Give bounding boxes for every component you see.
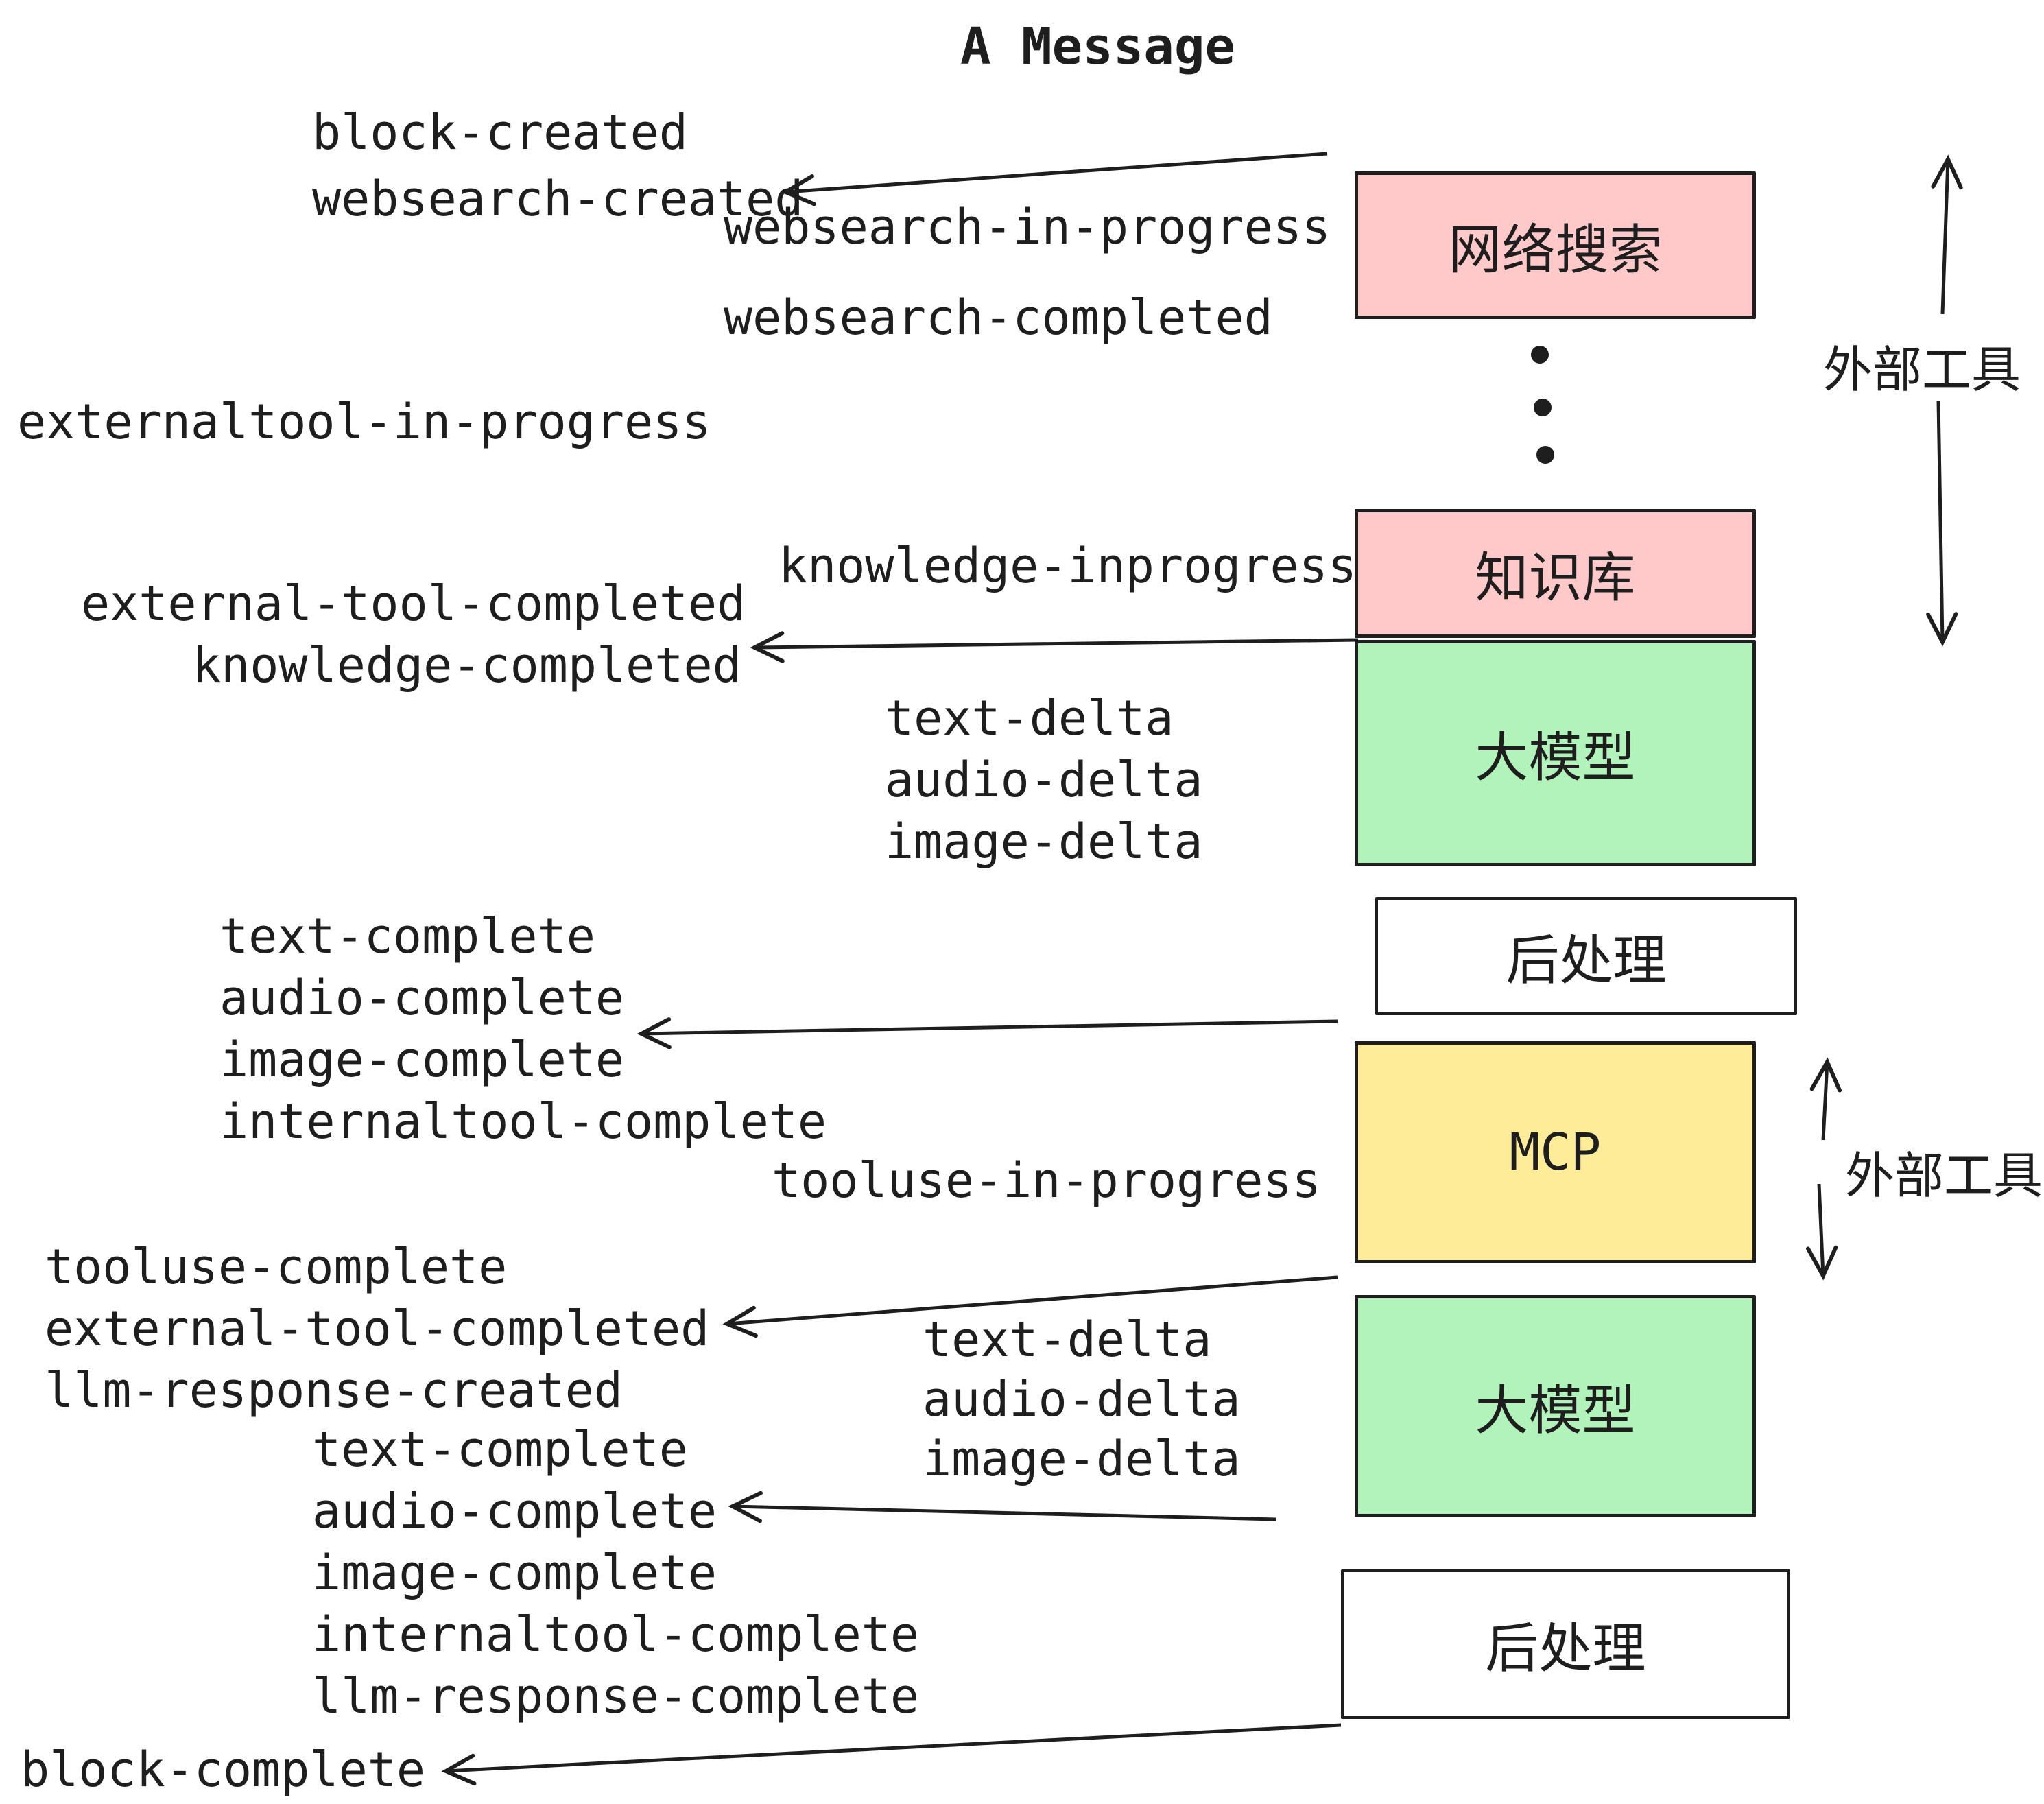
event-external-tool-completed-1: external-tool-completed <box>81 575 746 632</box>
arrow-block-complete <box>441 1723 1342 1786</box>
event-tooluse-complete: tooluse-complete <box>45 1239 508 1295</box>
box-llm-2: 大模型 <box>1355 1295 1756 1517</box>
event-audio-delta-1: audio-delta <box>885 752 1203 808</box>
event-image-complete-2: image-complete <box>312 1545 717 1601</box>
box-llm-2-label: 大模型 <box>1475 1380 1636 1440</box>
event-text-complete-1: text-complete <box>219 908 595 964</box>
event-llm-response-complete: llm-response-complete <box>312 1668 920 1724</box>
box-knowledge-label: 知识库 <box>1475 547 1636 608</box>
box-post-2-label: 后处理 <box>1485 1618 1646 1678</box>
event-audio-delta-2: audio-delta <box>923 1371 1241 1427</box>
arrow-audio-complete-2 <box>728 1491 1276 1523</box>
event-text-delta-2: text-delta <box>923 1312 1212 1368</box>
arrow-websearch-created <box>781 152 1328 206</box>
arrow-internal-complete-1 <box>637 1017 1338 1049</box>
box-post-1: 后处理 <box>1375 897 1797 1015</box>
ellipsis-dots <box>1531 346 1554 464</box>
event-internaltool-complete-1: internaltool-complete <box>219 1093 827 1150</box>
arrow-external-tools-2-down <box>1806 1183 1838 1281</box>
box-post-2: 后处理 <box>1341 1569 1790 1719</box>
side-label-external-tools-1: 外部工具 <box>1823 343 2021 398</box>
event-image-complete-1: image-complete <box>219 1032 625 1088</box>
side-label-external-tools-2: 外部工具 <box>1845 1149 2043 1204</box>
event-image-delta-1: image-delta <box>885 814 1203 870</box>
arrow-knowledge-completed <box>750 631 1359 663</box>
box-websearch: 网络搜索 <box>1355 171 1756 319</box>
arrow-external-tools-1-up <box>1931 154 1963 315</box>
box-mcp-label: MCP <box>1509 1123 1602 1182</box>
event-websearch-completed: websearch-completed <box>724 289 1273 346</box>
event-tooluse-in-progress: tooluse-in-progress <box>772 1152 1321 1209</box>
event-block-created: block-created <box>312 104 688 161</box>
event-block-complete: block-complete <box>21 1742 426 1798</box>
box-knowledge: 知识库 <box>1355 509 1756 638</box>
event-knowledge-inprogress: knowledge-inprogress <box>779 538 1357 594</box>
event-websearch-in-progress: websearch-in-progress <box>724 199 1331 255</box>
event-image-delta-2: image-delta <box>923 1431 1241 1487</box>
box-llm-1-label: 大模型 <box>1475 727 1636 787</box>
arrow-external-tools-1-down <box>1926 400 1958 647</box>
event-audio-complete-2: audio-complete <box>312 1483 717 1539</box>
event-websearch-created: websearch-created <box>312 171 804 227</box>
event-text-delta-1: text-delta <box>885 690 1174 746</box>
event-knowledge-completed: knowledge-completed <box>192 637 741 693</box>
arrow-external-tools-2-up <box>1809 1057 1842 1141</box>
event-audio-complete-1: audio-complete <box>219 970 625 1026</box>
diagram-title: A Message <box>960 17 1235 76</box>
event-text-complete-2: text-complete <box>312 1421 688 1477</box>
event-externaltool-in-progress: externaltool-in-progress <box>17 394 711 450</box>
event-internaltool-complete-2: internaltool-complete <box>312 1606 920 1663</box>
box-mcp: MCP <box>1355 1041 1756 1263</box>
arrow-tooluse-complete <box>722 1275 1338 1338</box>
box-llm-1: 大模型 <box>1355 640 1756 866</box>
box-websearch-label: 网络搜索 <box>1448 219 1663 280</box>
box-post-1-label: 后处理 <box>1506 930 1667 990</box>
event-external-tool-completed-2: external-tool-completed <box>45 1301 710 1357</box>
event-llm-response-created: llm-response-created <box>45 1362 623 1419</box>
